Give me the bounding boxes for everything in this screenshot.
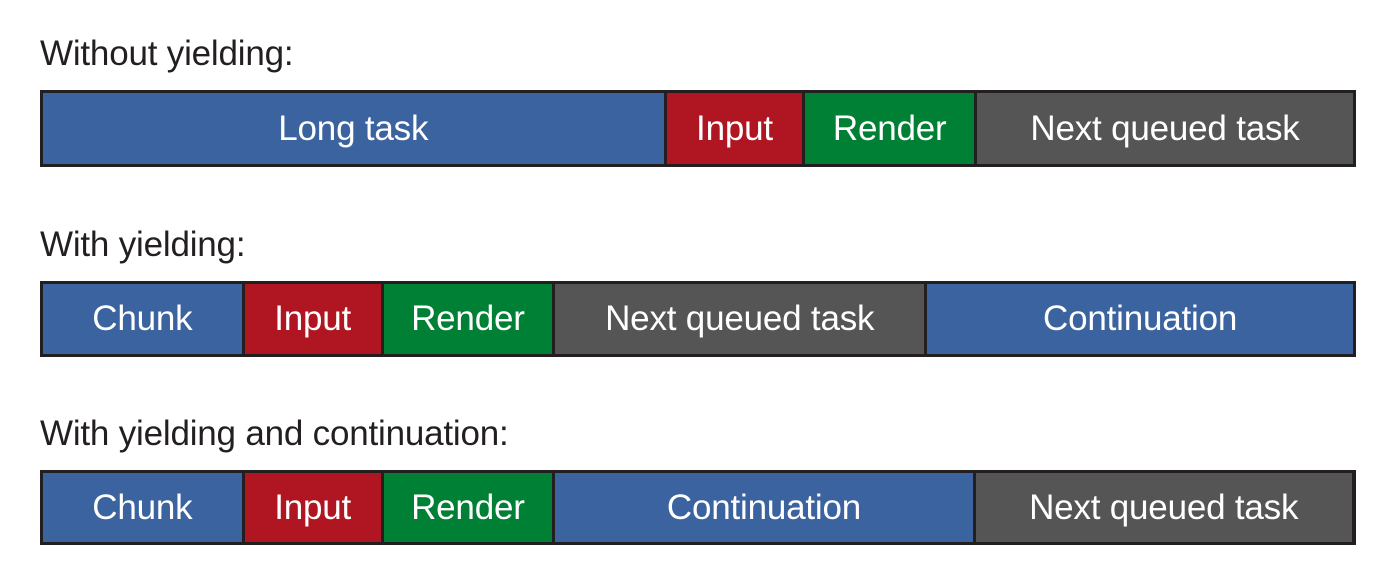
timeline-segment-render: Render [383, 473, 556, 542]
timeline-segment-input: Input [244, 284, 384, 354]
timeline-segment-chunk: Chunk [43, 473, 245, 542]
timeline-segment-label: Continuation [1043, 299, 1238, 338]
timeline-bar: Long task Input Render Next queued task [40, 90, 1356, 167]
timeline-bar: Chunk Input Render Continuation Next queued … [40, 470, 1356, 545]
section-label: With yielding and continuation: [40, 414, 509, 453]
timeline-segment-label: Long task [278, 108, 429, 148]
timeline-segment-label: Next queued task [1029, 487, 1299, 527]
section-label: Without yielding: [40, 34, 294, 73]
timeline-segment-label: Next queued task [1030, 108, 1300, 148]
timeline-segment-label: Chunk [92, 299, 193, 338]
timeline-segment-next-queued-task: Next queued task [977, 93, 1353, 164]
timeline-segment-label: Input [696, 108, 773, 148]
timeline-segment-render: Render [383, 284, 556, 354]
section-label: With yielding: [40, 225, 246, 264]
timeline-segment-input: Input [666, 93, 806, 164]
timeline-segment-label: Render [832, 108, 947, 148]
timeline-segment-continuation: Continuation [927, 284, 1353, 354]
timeline-segment-label: Input [274, 487, 352, 527]
timeline-segment-render: Render [805, 93, 978, 164]
timeline-segment-label: Render [411, 299, 525, 338]
timeline-segment-label: Render [411, 487, 525, 527]
timeline-segment-label: Chunk [92, 487, 193, 527]
timeline-bar: Chunk Input Render Next queued task Continua… [40, 281, 1356, 357]
timeline-segment-chunk: Chunk [43, 284, 245, 354]
timeline-segment-label: Next queued task [605, 299, 875, 338]
timeline-segment-long-task: Long task [43, 93, 667, 164]
timeline-segment-next-queued-task: Next queued task [975, 473, 1352, 542]
timeline-segment-continuation: Continuation [555, 473, 976, 542]
timeline-segment-next-queued-task: Next queued task [555, 284, 928, 354]
timeline-segment-input: Input [244, 473, 384, 542]
timeline-segment-label: Input [274, 299, 352, 338]
timeline-segment-label: Continuation [666, 487, 862, 527]
